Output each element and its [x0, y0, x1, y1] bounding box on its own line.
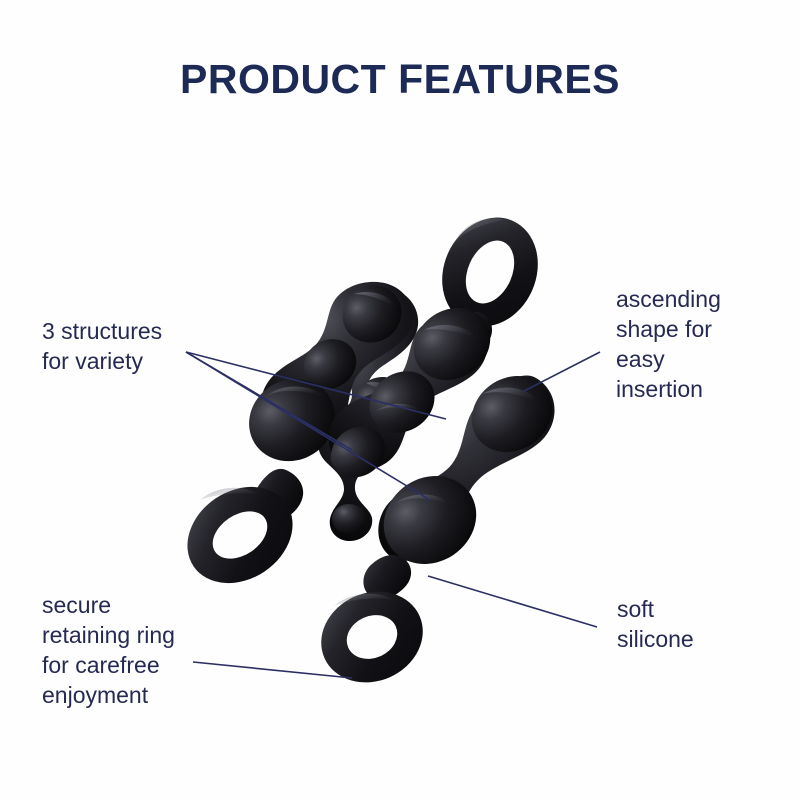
small-bead-4 [332, 504, 366, 534]
callout-ascending-line-3: easy [616, 346, 665, 372]
leader-structures-1 [185, 351, 447, 420]
callout-label-structures: 3 structures for variety [42, 316, 162, 376]
medium-beaded-plug [328, 217, 538, 478]
left-retaining-ring [187, 486, 293, 584]
callout-ascending-line-2: shape for [616, 316, 712, 342]
right-bead-top [471, 376, 553, 452]
leader-secure [192, 661, 353, 679]
left-plug-highlight [354, 291, 398, 310]
callout-secure-line-3: for carefree [42, 652, 160, 678]
callout-ascending-line-4: insertion [616, 376, 703, 402]
bottom-ring-highlight [334, 593, 394, 606]
right-plug-stem [363, 554, 412, 600]
callout-ascending-line-1: ascending [616, 286, 721, 312]
top-ring-highlight [454, 218, 504, 244]
leader-ascending [523, 351, 601, 392]
small-plug-highlight-2 [366, 381, 392, 396]
mid-plug-highlight [424, 325, 478, 340]
page-title: PRODUCT FEATURES [179, 56, 621, 102]
left-plug-highlight-2 [266, 386, 326, 398]
mid-bead-top [413, 308, 491, 380]
leader-lines [185, 351, 601, 679]
left-ring-highlight [200, 487, 258, 500]
left-bead-mid [303, 339, 357, 389]
top-retaining-ring [442, 217, 538, 327]
mid-plug-highlight-2 [374, 403, 422, 412]
right-plug-highlight-2 [394, 494, 452, 506]
leader-soft [427, 575, 598, 628]
callout-label-soft: soft silicone [617, 594, 694, 654]
mid-bead-mid [369, 371, 435, 433]
right-plug-highlight [482, 387, 540, 404]
bottom-retaining-ring [321, 591, 423, 683]
large-beaded-plug [187, 281, 413, 584]
callout-structures-line-2: for variety [42, 348, 143, 374]
callout-secure-line-2: retaining ring [42, 622, 175, 648]
callout-soft-line-2: silicone [617, 626, 694, 652]
callout-secure-line-4: enjoyment [42, 682, 149, 708]
left-bead-large [249, 378, 335, 462]
callout-structures-line-1: 3 structures [42, 318, 163, 344]
leader-structures-3 [185, 351, 431, 501]
callout-label-ascending: ascending shape for easy insertion [616, 284, 721, 404]
callout-soft-line-1: soft [617, 596, 655, 622]
callout-label-secure: secure retaining ring for carefree enjoy… [42, 590, 175, 710]
right-beaded-plug [321, 375, 555, 683]
callout-secure-line-1: secure [42, 592, 112, 618]
